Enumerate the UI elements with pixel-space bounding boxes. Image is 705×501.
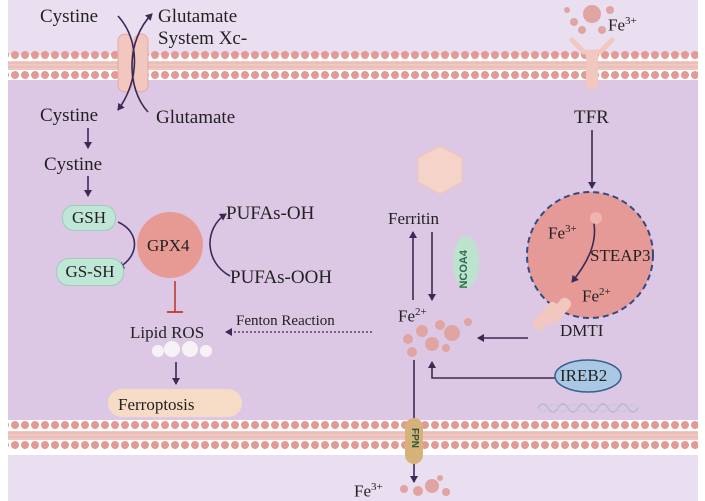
label-tfr: TFR xyxy=(574,107,609,128)
ferroptosis-box xyxy=(108,389,242,417)
system-xc-transporter xyxy=(117,13,153,113)
ferritin-hexagon xyxy=(417,145,463,195)
fe3-top-charge: 3+ xyxy=(625,15,637,27)
label-gsh: GSH xyxy=(71,208,106,227)
label-fe2-endosome: Fe2+ xyxy=(582,287,611,305)
lipid-ros-bubbles xyxy=(152,341,212,357)
label-fe3-top: Fe3+ xyxy=(608,16,637,34)
gssh-pill: GS-SH xyxy=(56,258,124,286)
extracellular-bottom xyxy=(8,455,698,501)
ncoa4-ellipse xyxy=(453,236,479,288)
label-ireb2: IREB2 xyxy=(560,366,608,385)
fe2-center-charge: 2+ xyxy=(415,306,427,318)
fe3-endo-charge: 3+ xyxy=(565,223,577,235)
endosome-iron xyxy=(590,212,602,224)
fe3-top-symbol: Fe xyxy=(608,15,625,35)
label-steap3: STEAP3 xyxy=(590,246,651,265)
label-gpx4: GPX4 xyxy=(147,236,190,255)
label-ferritin: Ferritin xyxy=(388,209,439,228)
label-fe2-center: Fe2+ xyxy=(398,307,427,325)
inhibit-gpx4-lipidros xyxy=(167,281,183,313)
fe2-pool-dots xyxy=(403,318,472,357)
ireb2-coil-2 xyxy=(537,403,639,413)
label-ncoa4: NCOA4 xyxy=(458,250,470,289)
fe3-top-dots xyxy=(564,5,614,34)
fe2-center-symbol: Fe xyxy=(398,306,415,326)
arrow-ireb2-fe2 xyxy=(428,361,556,379)
label-pufas-oh: PUFAs-OH xyxy=(226,203,315,224)
label-fenton-reaction: Fenton Reaction xyxy=(236,313,335,329)
fe2-endo-charge: 2+ xyxy=(599,286,611,298)
fpn-channel xyxy=(405,418,423,464)
arrow-pufas xyxy=(209,213,231,277)
fe3-endo-symbol: Fe xyxy=(548,223,565,243)
label-cystine-extracellular: Cystine xyxy=(40,6,99,27)
label-glutamate-intracellular: Glutamate xyxy=(156,107,236,128)
fe2-endo-symbol: Fe xyxy=(582,286,599,306)
label-lipid-ros: Lipid ROS xyxy=(130,323,205,342)
fe3-bottom-charge: 3+ xyxy=(371,481,383,493)
gpx4-circle xyxy=(137,212,203,278)
label-pufas-ooh: PUFAs-OOH xyxy=(230,267,333,288)
label-cystine-intracellular: Cystine xyxy=(40,105,99,126)
ireb2-oval xyxy=(554,359,622,393)
label-dmt1: DMTI xyxy=(560,321,604,340)
label-system-xc: System Xc- xyxy=(158,28,248,49)
tfr-receptor xyxy=(569,37,615,90)
label-fe3-bottom: Fe3+ xyxy=(354,482,383,500)
fe3-export-dots xyxy=(400,475,450,496)
arrow-gsh-gssh xyxy=(117,221,136,269)
label-fe3-endosome: Fe3+ xyxy=(548,224,577,242)
dmt1-channel xyxy=(533,297,572,331)
label-cystine-2: Cystine xyxy=(44,154,103,175)
fe3-bottom-symbol: Fe xyxy=(354,481,371,501)
label-glutamate-extracellular: Glutamate xyxy=(158,6,238,27)
gsh-pill: GSH xyxy=(62,205,116,231)
bottom-membrane xyxy=(8,420,698,451)
label-ferroptosis: Ferroptosis xyxy=(118,395,195,414)
label-fpn: FPN xyxy=(409,428,420,448)
label-gssh: GS-SH xyxy=(65,262,115,281)
